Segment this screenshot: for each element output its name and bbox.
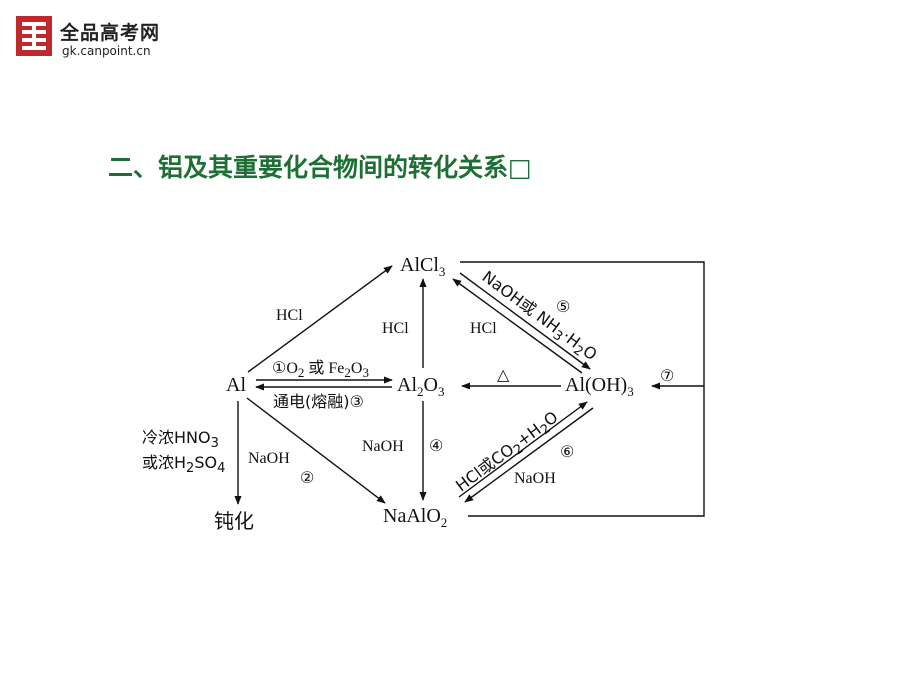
label-aloh3-to-alcl3: HCl <box>470 320 497 337</box>
label-alcl3-to-aloh3-num: ⑤ <box>556 299 570 316</box>
species-al2o3: Al2O3 <box>397 374 444 399</box>
species-al: Al <box>226 374 246 396</box>
label-al-to-naalo2-reagent: NaOH <box>248 450 290 467</box>
label-aloh3-to-naalo2-num: ⑥ <box>560 444 574 461</box>
label-al2o3-to-naalo2-reagent: NaOH <box>362 438 404 455</box>
label-alcl3-to-aloh3: NaOH或 NH3·H2O <box>476 267 600 367</box>
label-passivation-line1: 冷浓HNO3 <box>142 428 219 451</box>
label-al-to-alcl3: HCl <box>276 307 303 324</box>
site-logo[interactable]: 全品高考网 gk.canpoint.cn <box>14 12 184 64</box>
arrow-al-to-alcl3 <box>247 265 393 373</box>
arrow-alcl3-to-aloh3 <box>459 272 591 370</box>
arrow-naalo2-to-aloh3 <box>458 401 588 498</box>
label-aloh3-to-al2o3: △ <box>497 367 510 384</box>
label-al-to-naalo2-num: ② <box>300 470 314 487</box>
label-al2o3-to-naalo2-num: ④ <box>429 438 443 455</box>
species-aloh3: Al(OH)3 <box>565 374 634 399</box>
loop-naalo2-line <box>468 386 705 517</box>
arrow-al-to-naalo2 <box>246 397 386 504</box>
logo-url: gk.canpoint.cn <box>62 44 151 58</box>
species-naalo2: NaAlO2 <box>383 505 447 530</box>
label-aloh3-to-naalo2-reagent: NaOH <box>514 470 556 487</box>
canpoint-logo-icon <box>16 16 52 56</box>
loop-alcl3-line <box>460 261 705 386</box>
arrow-aloh3-to-naalo2 <box>464 407 594 503</box>
label-al2o3-to-al: 通电(熔融)③ <box>273 392 364 411</box>
species-alcl3: AlCl3 <box>400 254 445 279</box>
section-heading: 二、铝及其重要化合物间的转化关系□ <box>108 153 532 182</box>
logo-title: 全品高考网 <box>60 22 161 44</box>
label-al-to-al2o3: ①O2 或 Fe2O3 <box>272 359 369 380</box>
species-passivation: 钝化 <box>214 509 254 533</box>
label-passivation-line2: 或浓H2SO4 <box>142 453 225 476</box>
label-al2o3-to-alcl3: HCl <box>382 320 409 337</box>
label-loop-num: ⑦ <box>660 368 674 385</box>
arrow-aloh3-to-alcl3 <box>452 278 583 374</box>
